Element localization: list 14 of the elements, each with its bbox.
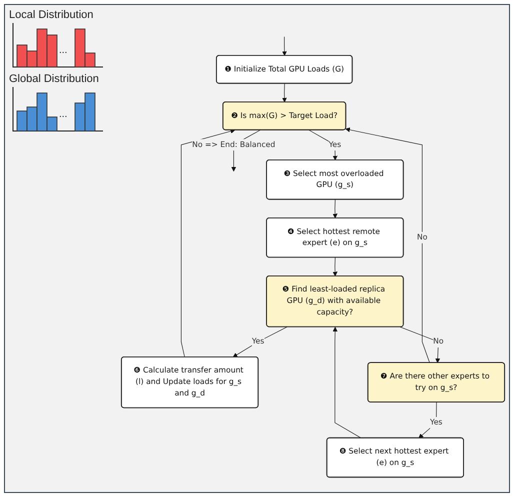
arrow (282, 83, 287, 102)
arrow (282, 36, 287, 56)
arrow (332, 198, 338, 218)
ellipsis-mark: ... (59, 45, 68, 56)
arrow (180, 128, 236, 358)
chart-title: Global Distribution (9, 73, 99, 85)
arrow (232, 326, 288, 358)
arrow (332, 256, 338, 276)
arrow (400, 326, 440, 363)
arrow (345, 127, 430, 363)
chart-title: Local Distribution (9, 9, 94, 21)
ellipsis-mark: ... (59, 109, 68, 120)
arrow (332, 326, 362, 438)
arrow (418, 402, 437, 438)
